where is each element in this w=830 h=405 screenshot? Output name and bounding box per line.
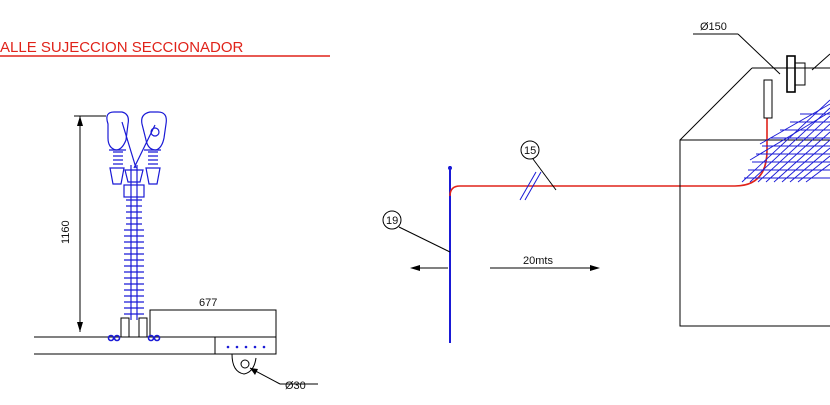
callout-15-bubble (520, 140, 540, 160)
diameter-150-leader (737, 33, 781, 75)
insulator-base-right (138, 317, 148, 338)
diameter-150-label: Ø150 (700, 21, 727, 33)
diameter-30-label: Ø30 (285, 380, 306, 392)
distance-arrowhead-left (410, 265, 420, 271)
base-bolts (107, 334, 161, 342)
dim-1160-arrow-top (77, 116, 83, 126)
insulator-base-left (120, 317, 130, 338)
callout-15-number: 15 (524, 145, 536, 157)
left-jaw (106, 111, 129, 151)
ground-cable (449, 118, 768, 197)
cable-break-2 (524, 171, 542, 201)
distance-arrowhead-right (590, 265, 600, 271)
bushing-stem (811, 53, 830, 71)
bracket-holes (226, 345, 266, 349)
drawing-title: ALLE SUJECCION SECCIONADOR (0, 39, 244, 56)
conduit-pipe (763, 79, 773, 119)
callout-19-leader (398, 226, 451, 253)
leader-arrowhead (250, 368, 258, 375)
dim-1160-label: 1160 (60, 220, 72, 244)
clamp-bolt-head (240, 359, 250, 369)
callout-19-number: 19 (386, 215, 398, 227)
insulator-column (123, 165, 145, 320)
rod-top-dot (448, 166, 452, 170)
grounding-section: 19 20mts 15 (382, 118, 768, 343)
soil-hatch (741, 99, 830, 183)
box-front-face (679, 139, 830, 327)
clamp-u-bolt (231, 353, 257, 375)
bushing-flange (786, 55, 796, 93)
bracket-lower-plate (214, 336, 277, 355)
disconnector-detail: Ø30 (34, 111, 318, 392)
bushing-body (794, 62, 806, 86)
box-top-left-edge (679, 67, 753, 141)
callout-15-leader (532, 158, 557, 191)
transformer-box: Ø150 (679, 21, 830, 327)
mounting-bracket (149, 309, 277, 338)
callout-19-bubble (382, 210, 402, 230)
cable-break-1 (519, 171, 537, 201)
dim-1160-arrow-bottom (77, 322, 83, 332)
dim-677-label: 677 (199, 297, 217, 309)
distance-label: 20mts (523, 255, 553, 267)
right-jaw (141, 111, 167, 151)
disconnector-head (106, 111, 167, 185)
